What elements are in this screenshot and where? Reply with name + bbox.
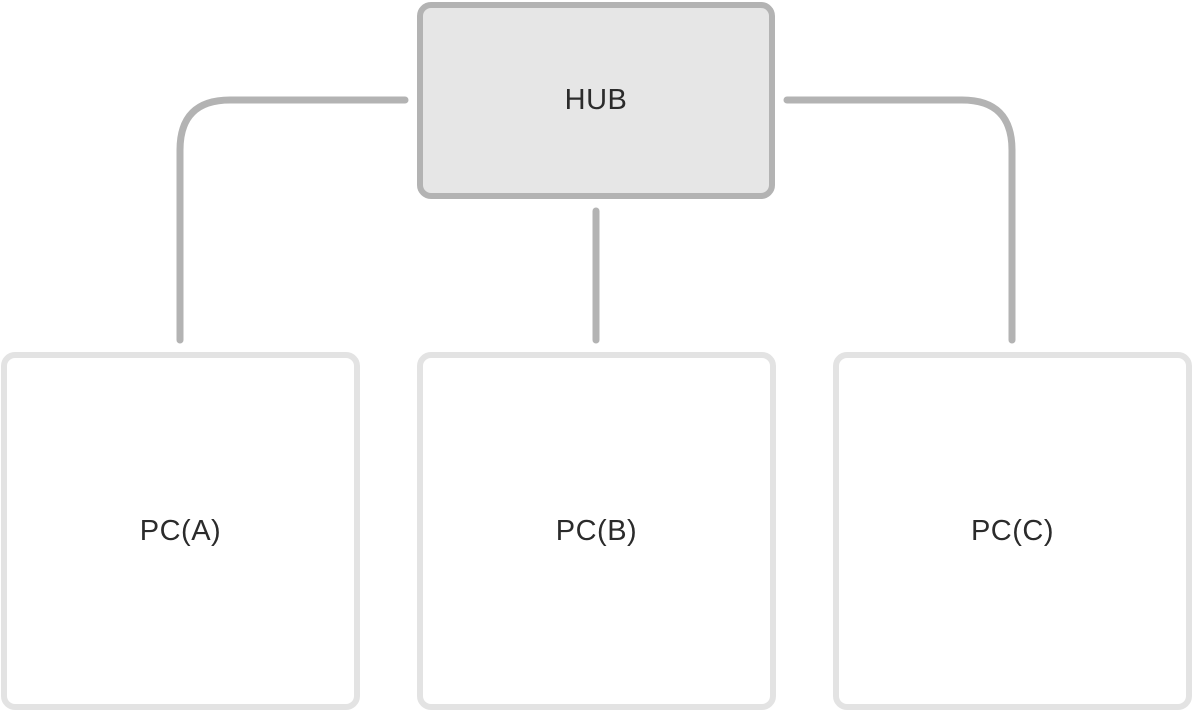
pc-a-node: PC(A): [1, 352, 360, 710]
pc-b-node: PC(B): [417, 352, 776, 710]
hub-node: HUB: [417, 2, 775, 199]
hub-label: HUB: [564, 84, 628, 116]
connector-hub-pc-a: [176, 96, 409, 344]
pc-b-label: PC(B): [555, 514, 638, 547]
connector-hub-pc-c: [783, 96, 1016, 344]
pc-c-node: PC(C): [833, 352, 1192, 710]
pc-c-label: PC(C): [970, 514, 1055, 547]
pc-a-label: PC(A): [139, 514, 222, 547]
